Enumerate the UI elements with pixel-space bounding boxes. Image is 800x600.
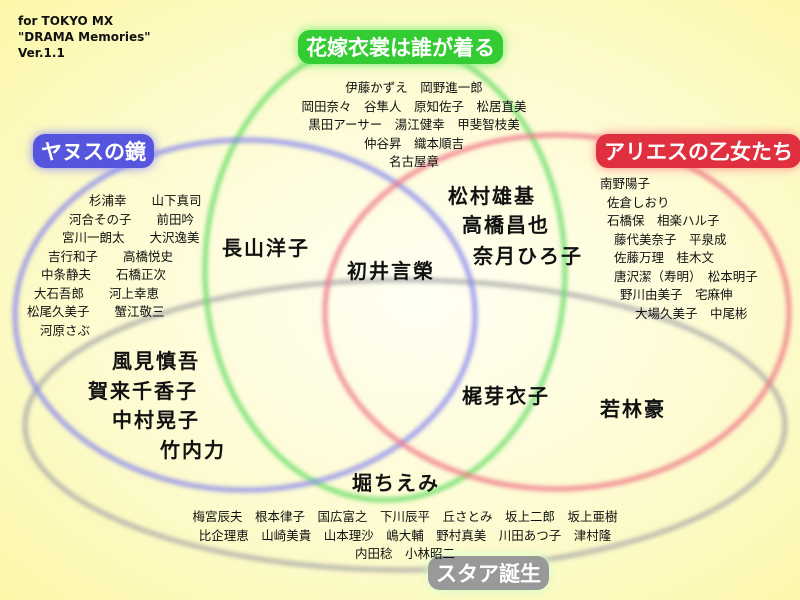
name-row: 伊藤かずえ 岡野進一郎 [345,80,483,95]
name-row: 大石吾郎 河上幸恵 [34,285,160,301]
name-row: 松尾久美子 蟹江敬三 [27,304,165,319]
gray-set-title: スタア誕生 [428,556,549,590]
name-green-red: 高橋昌也 [462,213,550,237]
name-row: 石橋保 相楽ハル子 [607,213,720,228]
name-blue-gray: 風見慎吾 [112,349,200,373]
name-row: 河原さぶ [40,322,91,338]
blue-only-list: 杉浦幸 山下真司 河合その子 前田吟 宮川一朗太 大沢逸美 吉行和子 高橋悦史 … [25,192,202,340]
name-row: 比企理恵 山崎美貴 山本理沙 嶋大輔 野村真美 川田あつ子 津村隆 [198,527,612,543]
blue-set-ellipse [12,137,478,493]
name-blue-gray: 竹内力 [160,438,226,462]
name-row: 名古屋章 [388,154,440,169]
name-row: 宮川一朗太 大沢逸美 [62,230,200,245]
name-row: 梅宮辰夫 根本律子 国広富之 下川辰平 丘さとみ 坂上二郎 坂上亜樹 [192,509,618,524]
name-row: 佐藤万理 桂木文 [614,250,715,265]
credit: for TOKYO MX "DRAMA Memories" Ver.1.1 [18,13,151,61]
credit-line: for TOKYO MX [18,14,114,28]
name-row: 岡田奈々 谷隼人 原知佐子 松居直美 [301,98,527,114]
name-row: 河合その子 前田吟 [69,211,195,227]
name-row: 大場久美子 中尾彬 [635,305,748,321]
credit-line: "DRAMA Memories" [18,30,151,44]
name-all-three: 初井言榮 [347,259,435,283]
name-row: 黒田アーサー 湯江健幸 甲斐智枝美 [308,117,520,132]
name-red-gray: 梶芽衣子 [462,384,550,408]
name-row: 内田稔 小林昭二 [354,546,456,561]
name-row: 南野陽子 [600,176,651,191]
red-set-ellipse [322,132,792,492]
name-green-red: 松村雄基 [448,184,536,208]
credit-line: Ver.1.1 [18,46,65,60]
red-only-list: 南野陽子 佐倉しおり 石橋保 相楽ハル子 藤代美奈子 平泉成 佐藤万理 桂木文 … [600,175,758,323]
name-row: 藤代美奈子 平泉成 [614,231,727,247]
name-row: 仲谷昇 織本順吉 [363,135,465,151]
name-row: 吉行和子 高橋悦史 [48,248,174,264]
name-row: 杉浦幸 山下真司 [89,193,202,208]
name-green-red: 奈月ひろ子 [473,244,583,268]
name-row: 唐沢潔（寿明） 松本明子 [614,268,758,284]
red-set-title: アリエスの乙女たち [596,134,800,168]
name-row: 中条静夫 石橋正次 [41,267,167,282]
name-green-blue: 長山洋子 [222,236,310,260]
green-set-title: 花嫁衣裳は誰が着る [298,30,503,64]
name-row: 野川由美子 宅麻伸 [620,287,733,302]
gray-only-list: 梅宮辰夫 根本律子 国広富之 下川辰平 丘さとみ 坂上二郎 坂上亜樹 比企理恵 … [192,508,617,564]
name-blue-gray: 中村晃子 [112,408,200,432]
name-red-gray-outer: 若林豪 [600,397,666,421]
blue-set-title: ヤヌスの鏡 [33,134,154,168]
name-blue-gray: 賀来千香子 [88,379,198,403]
name-row: 佐倉しおり [607,194,670,210]
gray-set-ellipse [22,277,788,573]
name-green-gray: 堀ちえみ [352,471,440,495]
green-only-list: 伊藤かずえ 岡野進一郎 岡田奈々 谷隼人 原知佐子 松居直美 黒田アーサー 湯江… [301,79,526,172]
